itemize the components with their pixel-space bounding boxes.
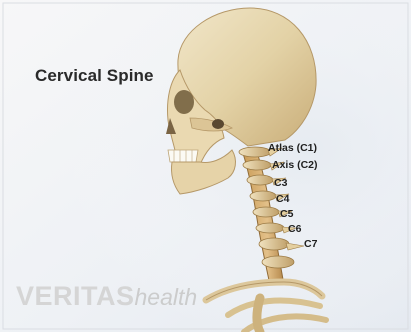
diagram-title: Cervical Spine — [35, 66, 154, 86]
label-atlas-c1: Atlas (C1) — [268, 142, 317, 154]
eye-orbit — [174, 90, 194, 114]
rib — [228, 300, 320, 315]
watermark-suffix: health — [135, 284, 198, 310]
label-axis-c2: Axis (C2) — [272, 159, 318, 171]
label-c5: C5 — [280, 208, 293, 220]
veritas-health-watermark: VERITAShealth — [16, 283, 197, 310]
watermark-brand: VERITAS — [16, 281, 135, 311]
label-c4: C4 — [276, 193, 289, 205]
label-c7: C7 — [304, 238, 317, 250]
label-c3: C3 — [274, 177, 287, 189]
label-c6: C6 — [288, 223, 301, 235]
